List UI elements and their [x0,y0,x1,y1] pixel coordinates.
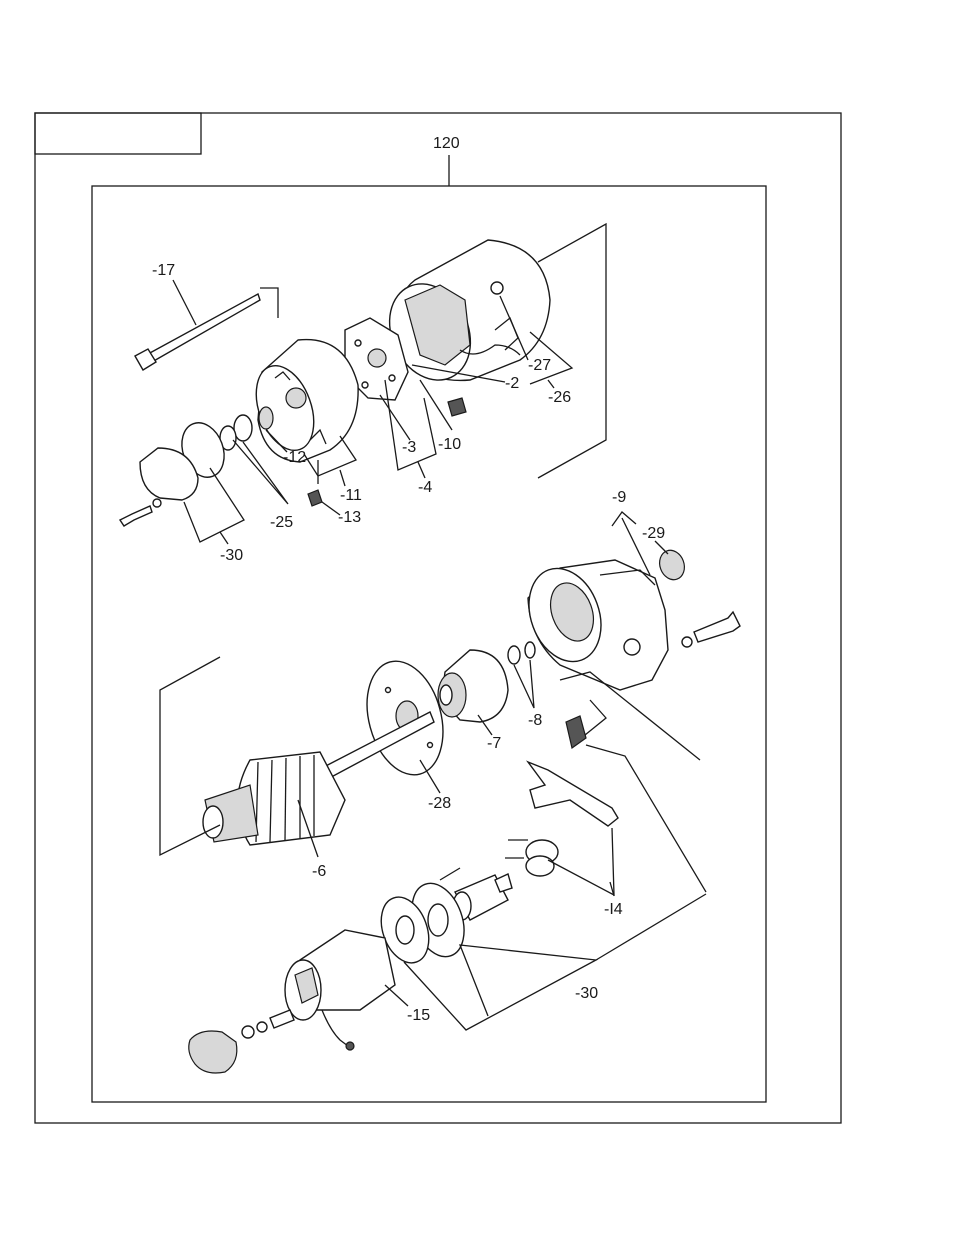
drive-washer-2 [525,642,535,658]
terminal-washer-1 [257,1022,267,1032]
callout-11: -11 [340,487,362,504]
housing-bushing [656,547,689,583]
plunger [453,874,512,920]
pinion-clutch [438,650,508,722]
callout-8: -8 [528,712,542,729]
bracket-14 [548,828,614,895]
leader-17 [173,280,196,325]
leader-26b [548,380,554,388]
washer-1 [234,415,252,441]
callout-12: -12 [283,449,306,466]
leader-10 [420,380,452,430]
terminal-bolt [270,1010,294,1028]
bracket-8 [514,660,534,708]
callout-26: -26 [548,389,571,406]
housing-bolt [694,612,740,642]
brush-spring [448,398,466,416]
shift-lever [528,762,618,826]
small-screw [120,506,152,526]
callout-14: -I4 [604,901,623,918]
solenoid-bracket [440,868,460,880]
small-washer [153,499,161,507]
callout-13: -13 [338,509,361,526]
leader-11 [340,470,345,486]
callout-7: -7 [487,735,501,752]
solenoid-gasket-2-hole [396,916,414,944]
callout-3: -3 [402,439,416,456]
assembly-number: 120 [433,135,460,152]
callout-30-bottom: -30 [575,985,598,1002]
bolt-guide [260,288,278,318]
callout-10: -10 [438,436,461,453]
callout-28: -28 [428,795,451,812]
leader-29 [655,541,668,554]
magnetic-switch [285,930,395,1050]
callout-27: -27 [528,357,551,374]
leader-15 [385,985,408,1006]
rear-end-frame [246,340,359,462]
callout-17: -17 [152,262,175,279]
bracket-30b [404,945,596,1030]
terminal-clip [308,490,322,506]
terminal-washer-2 [242,1026,254,1038]
housing-bracket [538,224,606,478]
callout-15: -15 [407,1007,430,1024]
solenoid-gasket-1-hole [428,904,448,936]
bushing [259,407,273,429]
housing-guide-line-2 [585,700,606,735]
center-bracket [355,653,455,784]
tag-box [35,113,201,154]
callout-9: -9 [612,489,626,506]
bracket-9 [612,512,636,526]
leader-4 [418,462,425,478]
terminal-cap [189,1031,237,1073]
callout-25: -25 [270,514,293,531]
through-bolt [135,294,260,370]
callout-6: -6 [312,863,326,880]
shift-lever-top [566,716,586,748]
drive-housing [517,558,668,690]
leader-30a [220,532,228,544]
callout-30-top: -30 [220,547,243,564]
drive-washer-1 [508,646,520,664]
housing-bolt-washer [682,637,692,647]
leader-3 [380,395,410,440]
callout-2: -2 [505,375,519,392]
return-spring [505,840,558,876]
callout-4: -4 [418,479,432,496]
armature [203,712,434,845]
callout-29: -29 [642,525,665,542]
